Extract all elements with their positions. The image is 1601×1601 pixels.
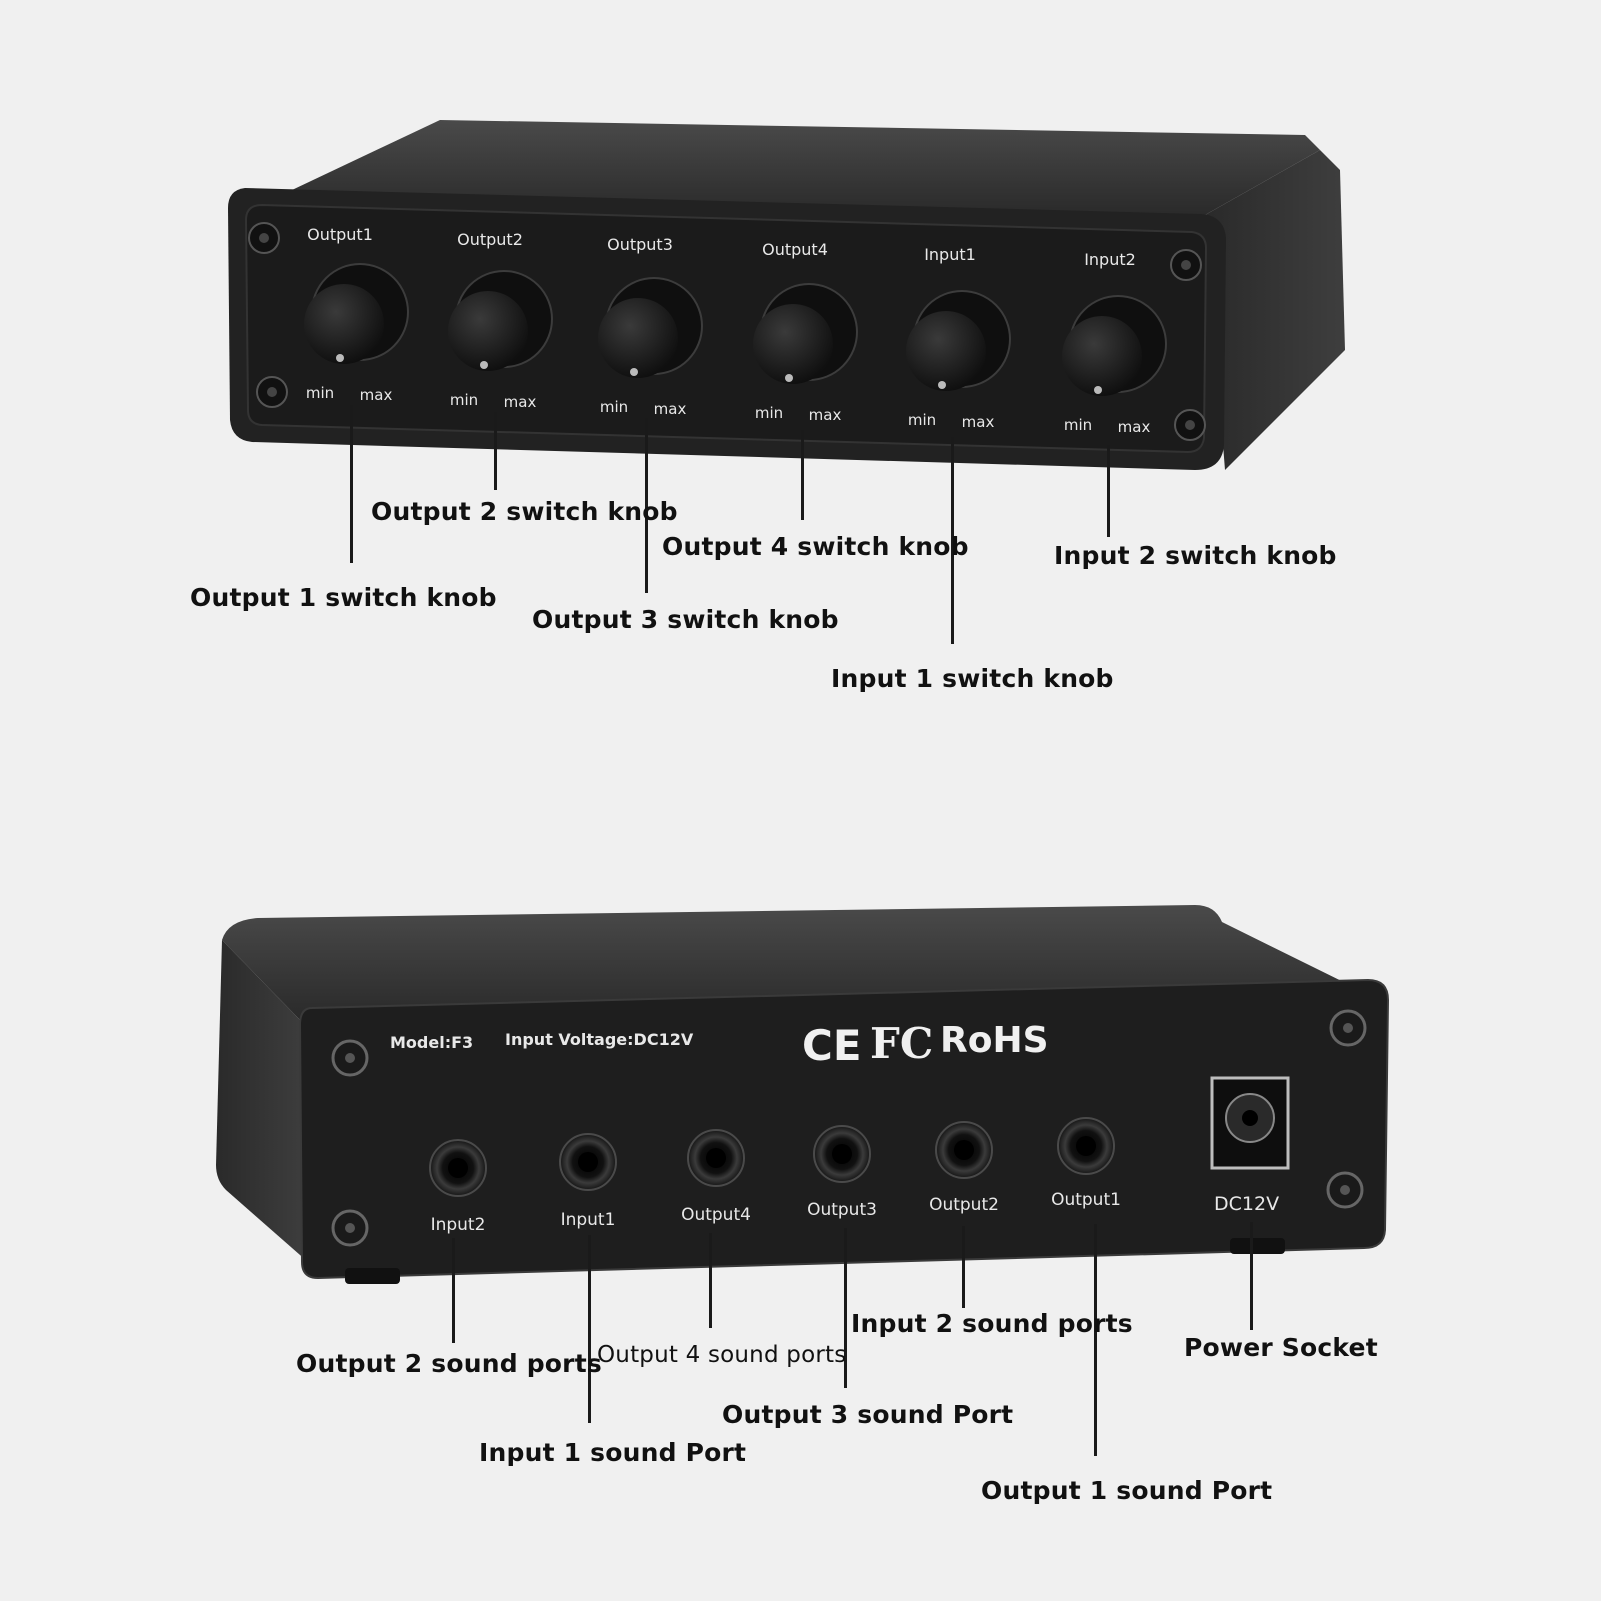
knob-max-label: max [504, 393, 537, 411]
power-label: DC12V [1214, 1193, 1279, 1215]
callout-input2-port: Input 2 sound ports [851, 1309, 1133, 1338]
jack-label: Output4 [681, 1205, 751, 1225]
rear-foot [345, 1268, 400, 1284]
knob-label: Output1 [307, 225, 373, 244]
leader-line [1250, 1222, 1253, 1330]
jack-label: Output2 [929, 1195, 999, 1215]
front-device-side [1205, 150, 1345, 470]
rear-device-side [216, 940, 308, 1262]
leader-line [962, 1226, 965, 1308]
front-screw [1174, 409, 1206, 441]
knob-label: Input2 [1084, 250, 1136, 269]
leader-line [844, 1228, 847, 1388]
callout-output2-port: Output 2 sound ports [296, 1349, 602, 1378]
knob-max-label: max [1118, 418, 1151, 436]
front-screw [1170, 249, 1202, 281]
power-socket[interactable] [1210, 1076, 1290, 1170]
knob-min-label: min [755, 404, 783, 422]
knob-label: Input1 [924, 245, 976, 264]
knob-input1[interactable] [906, 290, 1011, 391]
leader-line [1107, 445, 1110, 537]
knob-input2[interactable] [1062, 295, 1167, 396]
jack-output4[interactable] [687, 1129, 745, 1187]
rear-screw [1329, 1009, 1367, 1047]
jack-output3[interactable] [813, 1125, 871, 1183]
ce-mark: CE [802, 1021, 862, 1070]
front-screw [256, 376, 288, 408]
knob-min-label: min [908, 411, 936, 429]
knob-label: Output3 [607, 235, 673, 254]
knob-output4[interactable] [753, 283, 858, 384]
leader-line [350, 405, 353, 563]
knob-max-label: max [962, 413, 995, 431]
knob-label: Output4 [762, 240, 828, 259]
model-label: Model:F3 [390, 1033, 473, 1052]
knob-max-label: max [809, 406, 842, 424]
front-device-panel [244, 203, 1208, 454]
front-device-top [292, 120, 1320, 215]
callout-output4-knob: Output 4 switch knob [662, 532, 969, 561]
jack-label: Input1 [561, 1210, 616, 1230]
knob-output1[interactable] [304, 263, 409, 364]
knob-output3[interactable] [598, 277, 703, 378]
jack-label: Output3 [807, 1200, 877, 1220]
jack-label: Output1 [1051, 1190, 1121, 1210]
knob-min-label: min [306, 384, 334, 402]
rear-screw [331, 1039, 369, 1077]
knob-max-label: max [654, 400, 687, 418]
leader-line [801, 430, 804, 520]
fc-mark: FC [870, 1019, 933, 1068]
leader-line [588, 1235, 591, 1423]
jack-output1[interactable] [1057, 1117, 1115, 1175]
callout-output3-port: Output 3 sound Port [722, 1400, 1014, 1429]
leader-line [1094, 1224, 1097, 1456]
rear-screw [1326, 1171, 1364, 1209]
jack-label: Input2 [431, 1215, 486, 1235]
leader-line [709, 1233, 712, 1328]
knob-min-label: min [1064, 416, 1092, 434]
callout-output1-knob: Output 1 switch knob [190, 583, 497, 612]
callout-output3-knob: Output 3 switch knob [532, 605, 839, 634]
leader-line [494, 412, 497, 490]
jack-input1[interactable] [559, 1133, 617, 1191]
callout-input2-knob: Input 2 switch knob [1054, 541, 1337, 570]
front-screw [248, 222, 280, 254]
leader-line [951, 437, 954, 644]
callout-output4-port: Output 4 sound ports [597, 1342, 847, 1368]
knob-min-label: min [600, 398, 628, 416]
jack-input2[interactable] [429, 1139, 487, 1197]
rohs-mark: RoHS [940, 1020, 1049, 1061]
knob-max-label: max [360, 386, 393, 404]
voltage-label: Input Voltage:DC12V [505, 1030, 694, 1049]
callout-power-socket: Power Socket [1184, 1333, 1378, 1362]
knob-min-label: min [450, 391, 478, 409]
callout-input1-knob: Input 1 switch knob [831, 664, 1114, 693]
rear-screw [331, 1209, 369, 1247]
leader-line [645, 418, 648, 593]
callout-input1-port: Input 1 sound Port [479, 1438, 747, 1467]
knob-label: Output2 [457, 230, 523, 249]
callout-output1-port: Output 1 sound Port [981, 1476, 1273, 1505]
leader-line [452, 1238, 455, 1343]
knob-output2[interactable] [448, 270, 553, 371]
jack-output2[interactable] [935, 1121, 993, 1179]
callout-output2-knob: Output 2 switch knob [371, 497, 678, 526]
rear-foot [1230, 1238, 1285, 1254]
